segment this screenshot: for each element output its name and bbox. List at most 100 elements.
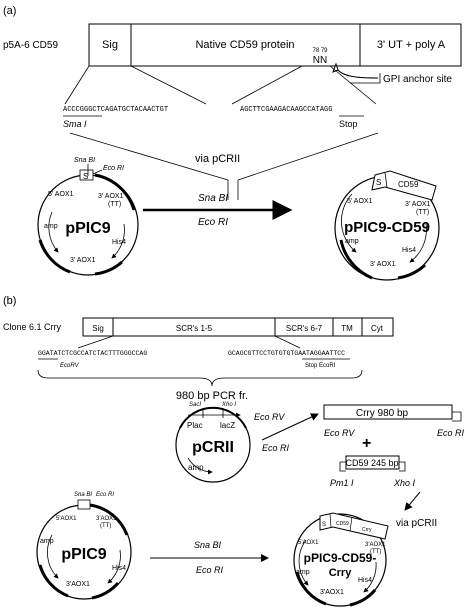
label-3aox1-bottom-a: 3' AOX1 [70, 257, 96, 264]
crry-fragment [323, 404, 462, 422]
box-scr15: SCR's 1-5 [176, 324, 213, 333]
box-native-cd59: Native CD59 protein [195, 39, 294, 51]
box-tm: TM [341, 324, 353, 333]
label-his4-a: His4 [112, 239, 126, 246]
gpi-arrow-icon [332, 62, 381, 84]
label-3aox1-crry: 3'AOX1 [365, 542, 386, 548]
plasmid-name-crry-line1: pPIC9-CD59- [304, 551, 377, 565]
label-amp-b: amp [40, 538, 54, 545]
crry-end-ecori: Eco RI [437, 428, 465, 438]
label-lacz: lacZ [220, 421, 235, 430]
site-xhoi-pcrii: Xho I [221, 402, 236, 408]
label-amp-cd59: amp [345, 238, 359, 245]
plasmid-name-ppic9-a: pPIC9 [65, 220, 110, 237]
box-sig-b: Sig [92, 324, 104, 333]
label-5aox1-crry: 5'AOX1 [298, 540, 319, 546]
site-ecori-b: Eco RI [96, 492, 114, 498]
seq-right-a: AGCTTCGAAGACAAGCCATAGG [240, 106, 332, 114]
site-snabi-a: Sna BI [74, 157, 95, 164]
s-box-crry: S [322, 522, 326, 528]
pcr-fragment-label: 980 bp PCR fr. [176, 390, 248, 402]
enzyme-ecori-a: Eco RI [198, 217, 228, 228]
site-saci: SacI [189, 402, 201, 408]
label-tt-a: (TT) [108, 201, 121, 208]
enzyme-ecori-b: Eco RI [262, 443, 290, 453]
plasmid-ppic9-a [37, 164, 139, 276]
codon-letters: NN [313, 55, 327, 66]
construct-name-b: Clone 6.1 Crry [3, 322, 62, 332]
cd59-end-pm1i: Pm1 I [330, 478, 354, 488]
label-3aox1-b: 3'AOX1 [96, 516, 117, 522]
seq-right-site-b: Stop EcoRI [305, 363, 336, 369]
plasmid-pcrii [175, 406, 251, 483]
s-box-a: S [83, 172, 88, 181]
insert-cd59-crry: CD59 [336, 521, 349, 527]
seq-left-site-b: EcoRV [60, 363, 80, 369]
expansion-lines-a [64, 65, 377, 105]
label-3aox1tt-cd59: 3' AOX1 [405, 201, 431, 208]
label-plac: Plac [187, 421, 203, 430]
via-pcrii-a: via pCRII [195, 153, 240, 165]
cd59-fragment-label: CD59 245 bp [345, 458, 398, 468]
cd59-fragment [339, 455, 406, 472]
label-his4-cd59: His4 [402, 247, 416, 254]
plus-sign: + [362, 435, 371, 452]
box-sig: Sig [102, 39, 118, 51]
seq-left-a: ACCCGGGCTCAGATGCTACAACTGT [63, 106, 168, 114]
label-his4-b: His4 [112, 565, 126, 572]
label-amp-pcrii: amp [188, 463, 204, 472]
gpi-label: GPI anchor site [383, 74, 452, 85]
enzyme-ecorv-b: Eco RV [254, 412, 285, 422]
cd59-gene-map: Sig Native CD59 protein 3' UT + poly A 7… [88, 23, 462, 67]
site-ecori-a: Eco RI [103, 165, 124, 172]
digest-arrow-b [261, 413, 319, 441]
insert-crry: Crry [362, 527, 372, 533]
label-3aox1-bottom-cd59: 3' AOX1 [370, 261, 396, 268]
label-tt-crry: (TT) [370, 549, 381, 555]
plasmid-name-pcrii: pCRII [192, 439, 234, 456]
box-scr67: SCR's 6-7 [286, 324, 323, 333]
pcr-brace [37, 369, 363, 387]
expansion-lines-b [77, 335, 301, 349]
enzyme-snabi-a: Sna BI [198, 193, 228, 204]
label-amp-crry: amp [296, 569, 310, 576]
plasmid-ppic9-cd59-crry [293, 512, 389, 607]
seq-left-site-a: Sma I [63, 119, 87, 129]
codon-numbers: 78 79 [312, 48, 328, 54]
panel-a-label: (a) [3, 5, 16, 17]
plasmid-name-ppic9-cd59: pPIC9-CD59 [344, 219, 430, 236]
plasmid-ppic9-cd59 [334, 170, 440, 281]
via-pcrii-b: via pCRII [396, 518, 437, 529]
plasmid-name-crry-line2: Crry [329, 567, 353, 579]
merge-lines-a [69, 132, 379, 200]
label-3aox1tt-a: 3' AOX1 [98, 193, 124, 200]
box-cyt: Cyt [371, 324, 384, 333]
box-3ut: 3' UT + poly A [377, 39, 446, 51]
cd59-end-xhoi: Xho I [393, 478, 416, 488]
label-his4-crry: His4 [358, 577, 372, 584]
label-amp-a: amp [44, 223, 58, 230]
label-5aox1-b: 5'AOX1 [56, 516, 77, 522]
label-3aox1-bottom-crry: 3'AOX1 [320, 589, 344, 596]
construct-name-a: p5A-6 CD59 [3, 40, 58, 51]
site-snabi-b: Sna BI [74, 492, 92, 498]
enzyme-snabi-b: Sna BI [194, 540, 222, 550]
via-arrow-b [404, 491, 421, 511]
label-tt-b: (TT) [100, 523, 111, 529]
label-tt-cd59: (TT) [416, 209, 429, 216]
crry-fragment-label: Crry 980 bp [356, 408, 409, 419]
label-3aox1-bottom-b: 3'AOX1 [66, 581, 90, 588]
plasmid-name-ppic9-b: pPIC9 [61, 546, 106, 563]
crry-gene-map: Sig SCR's 1-5 SCR's 6-7 TM Cyt [82, 317, 394, 337]
insert-cd59: CD59 [398, 180, 419, 189]
enzyme-ecori-b2: Eco RI [196, 565, 224, 575]
seq-left-b: GGATATCTCGCCATCTACTTTGGGCCAG [38, 350, 147, 357]
plasmid-ppic9-b [36, 499, 132, 600]
seq-right-b: GCAGCGTTCCTGTGTGTGAATAGGAATTCC [228, 350, 345, 357]
s-box-cd59: S [376, 178, 381, 187]
panel-b-label: (b) [3, 295, 16, 307]
crry-end-ecorv: Eco RV [324, 428, 355, 438]
seq-right-site-a: Stop [339, 119, 358, 129]
label-5aox1-a: 5' AOX1 [48, 191, 74, 198]
